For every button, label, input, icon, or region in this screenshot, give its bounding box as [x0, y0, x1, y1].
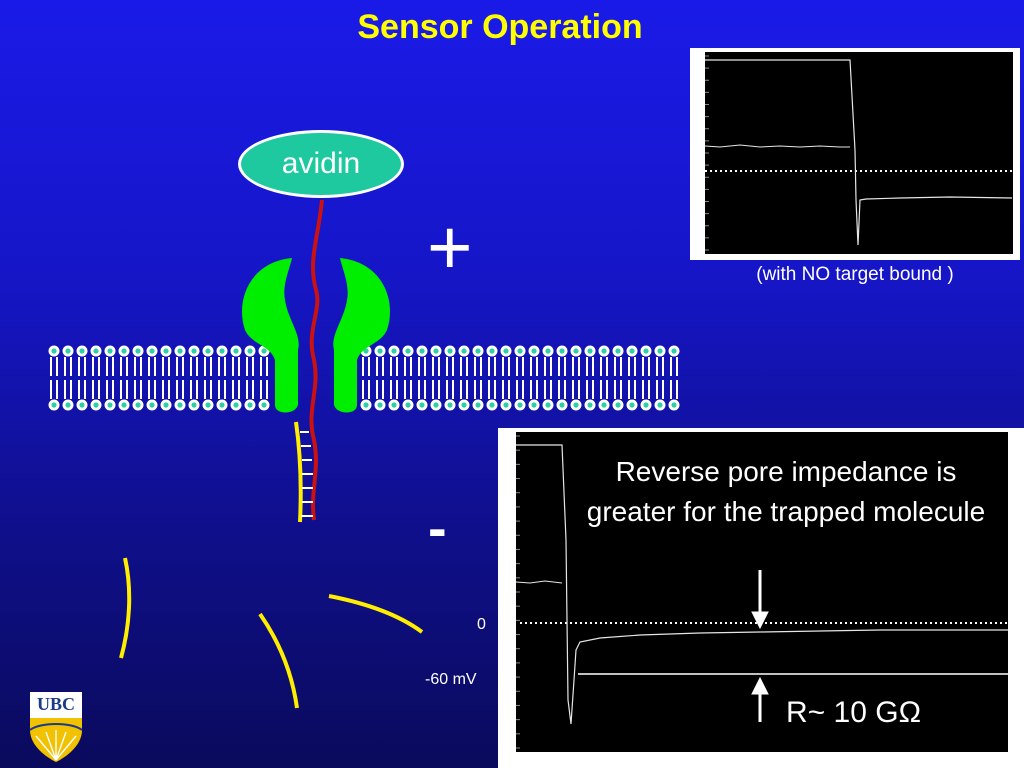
ubc-logo-text: UBC — [36, 694, 75, 714]
ohm-symbol: Ω — [898, 696, 921, 729]
negative-electrode-sign: - — [428, 496, 447, 559]
top-current-trace-plot — [690, 48, 1020, 260]
lipid-bilayer-left — [48, 345, 270, 411]
bottom-trace-line — [516, 444, 1008, 725]
resistance-prefix: R~ 10 G — [786, 696, 899, 729]
impedance-description: Reverse pore impedance is greater for th… — [586, 456, 986, 527]
top-trace-line — [705, 59, 1013, 246]
avidin-protein-label: avidin — [238, 130, 404, 198]
slide-title: Sensor Operation — [357, 8, 643, 46]
lipid-bilayer-right — [360, 345, 680, 411]
ubc-crest-icon — [29, 692, 83, 762]
free-dna-strand — [258, 612, 299, 709]
resistance-value: R~ 10 GΩ — [786, 696, 921, 730]
dna-strand-tether — [309, 199, 324, 521]
arrow-icon — [751, 676, 769, 722]
zero-voltage-label: 0 — [477, 616, 486, 633]
top-trace-caption: (with NO target bound ) — [756, 264, 954, 285]
low-voltage-label: -60 mV — [425, 671, 477, 688]
trapped-dna-icon — [294, 421, 313, 523]
free-dna-strand — [119, 557, 132, 659]
positive-electrode-sign: + — [427, 203, 473, 291]
free-dna-strand — [328, 594, 424, 634]
arrow-icon — [751, 570, 769, 630]
ion-pore-icon — [242, 258, 390, 413]
